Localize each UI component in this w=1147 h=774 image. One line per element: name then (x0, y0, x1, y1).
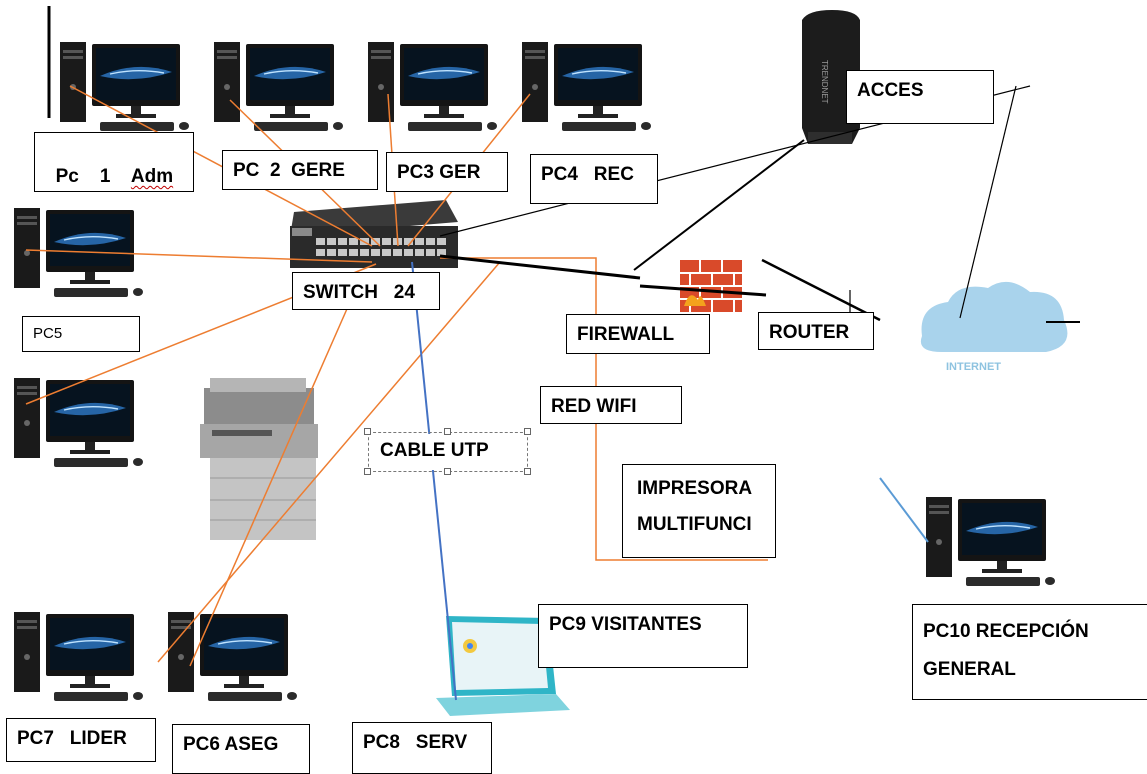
cable-pc6 (189, 301, 351, 667)
pc7-icon (13, 611, 144, 702)
selection-handle[interactable] (444, 468, 451, 475)
pc6-icon (167, 611, 298, 702)
selection-handle[interactable] (524, 428, 531, 435)
pc1-label-role: Adm (130, 165, 174, 187)
selection-handle[interactable] (444, 428, 451, 435)
pc2-icon (213, 41, 344, 132)
pc3-icon (367, 41, 498, 132)
access-point-icon: TRENDNET (802, 10, 860, 144)
switch-icon (290, 200, 458, 268)
cable-pc5 (25, 249, 373, 263)
pc9-label: PC9 VISITANTES (538, 604, 748, 668)
wifi-link (879, 477, 929, 543)
selection-handle[interactable] (364, 468, 371, 475)
firewall-label: FIREWALL (566, 314, 710, 354)
cable-pc8 (411, 261, 457, 701)
laptop-icon (436, 616, 570, 716)
internet-cloud-icon: INTERNET (920, 281, 1068, 373)
pc4-icon (521, 41, 652, 132)
trendnet-text: TRENDNET (820, 60, 829, 104)
pc10-label: PC10 RECEPCIÓN GENERAL (912, 604, 1147, 700)
internet-text: INTERNET (946, 361, 1001, 373)
cable-utp-label[interactable]: CABLE UTP (370, 434, 526, 470)
pc10-icon (925, 496, 1056, 587)
switch-label: SWITCH 24 (292, 272, 440, 310)
pc3-label: PC3 GER (386, 152, 508, 192)
pc5-label: PC5 (22, 316, 140, 352)
pc1-label-name: Pc 1 (55, 165, 131, 187)
pc1-label: Pc 1 Adm (34, 132, 194, 192)
acces-label: ACCES (846, 70, 994, 124)
selection-handle[interactable] (364, 428, 371, 435)
pc8-label: PC8 SERV (352, 722, 492, 774)
router-label: ROUTER (758, 312, 874, 350)
pc2-label: PC 2 GERE (222, 150, 378, 190)
firewall-icon (680, 260, 742, 312)
selection-handle[interactable] (524, 468, 531, 475)
pc6-label: PC6 ASEG (172, 724, 310, 774)
impresora-label: IMPRESORA MULTIFUNCI (622, 464, 776, 558)
pc7-label: PC7 LIDER (6, 718, 156, 762)
cable-pc7 (157, 261, 501, 663)
red-wifi-label: RED WIFI (540, 386, 682, 424)
pc1-icon (59, 41, 190, 132)
printer-icon (200, 378, 318, 540)
pc-extra-icon (13, 377, 144, 468)
cable-pc1 (69, 85, 373, 247)
pc4-label: PC4 REC (530, 154, 658, 204)
